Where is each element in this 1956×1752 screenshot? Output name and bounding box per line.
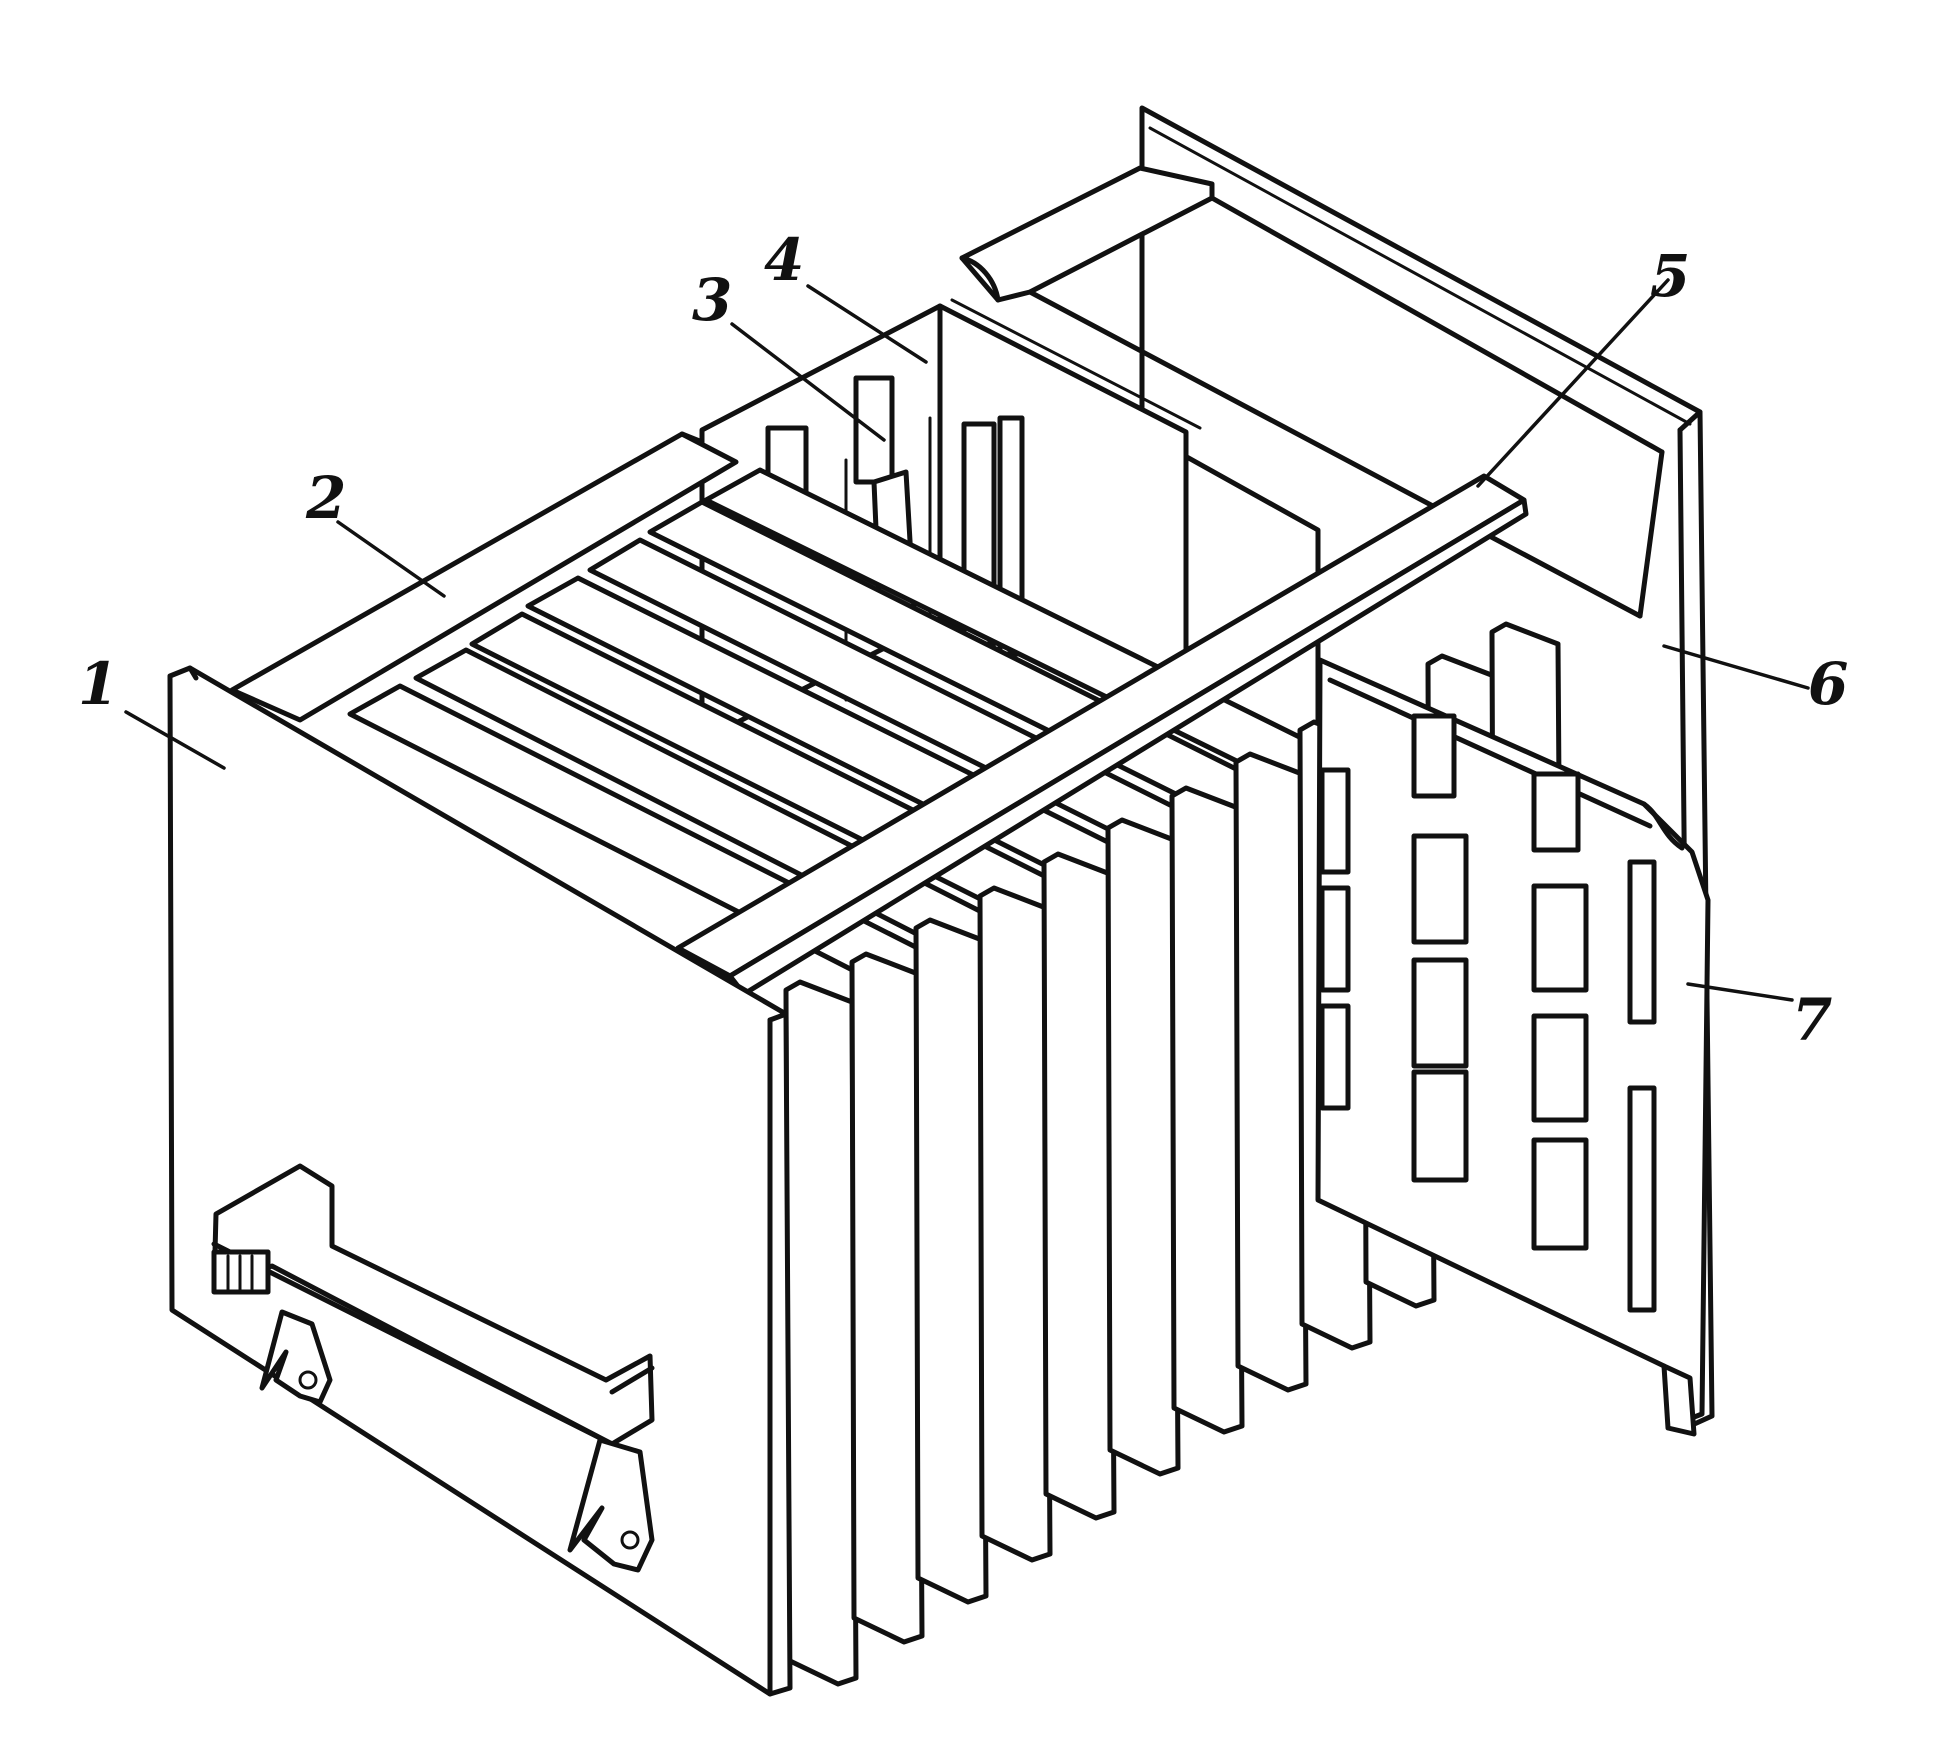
leader-4 — [806, 284, 928, 364]
front-handle — [211, 1163, 655, 1573]
callout-4: 4 — [764, 226, 804, 294]
callout-labels: 1 2 3 4 5 6 7 — [78, 226, 1848, 1054]
callout-7: 7 — [1792, 986, 1832, 1054]
callout-2: 2 — [305, 464, 346, 532]
callout-1: 1 — [78, 650, 118, 718]
leader-7 — [1686, 982, 1794, 1002]
withdrawn-card — [1315, 657, 1711, 1437]
top-back-rail — [959, 165, 1665, 619]
leader-5 — [1476, 278, 1670, 488]
front-panel — [167, 665, 793, 1697]
leader-1 — [124, 710, 226, 770]
card-slots — [347, 467, 1369, 1037]
callout-5: 5 — [1650, 242, 1690, 310]
top-front-rail — [229, 431, 739, 723]
leader-6 — [1662, 644, 1810, 690]
leader-2 — [336, 520, 446, 598]
callout-6: 6 — [1808, 650, 1848, 718]
leader-lines — [124, 278, 1810, 1002]
callout-3: 3 — [692, 266, 732, 334]
leader-3 — [730, 322, 886, 442]
